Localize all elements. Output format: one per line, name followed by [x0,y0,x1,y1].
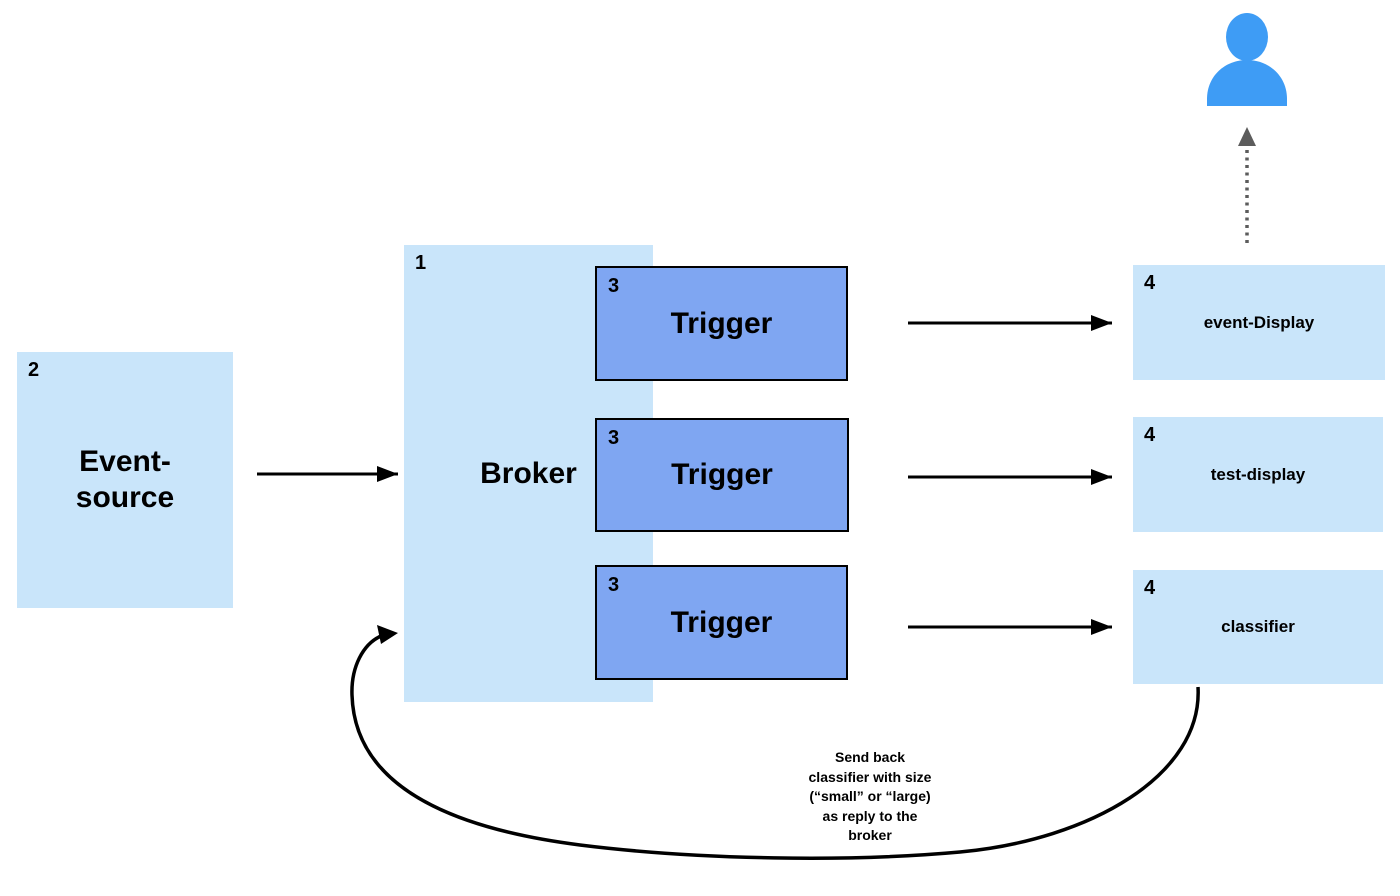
target-2-number: 4 [1144,424,1156,446]
target-3-label: classifier [1221,617,1295,636]
person-icon [1207,13,1287,106]
trigger-1-number: 3 [608,275,620,297]
target-1-label: event-Display [1203,312,1315,332]
trigger-2-number: 3 [608,427,620,449]
trigger-box-3: 3 Trigger [595,565,848,680]
broker-label: Broker [480,456,577,490]
trigger-3-number: 3 [608,574,620,596]
target-box-event-display: 4 event-Display [1133,265,1385,380]
target-2-label: test-display [1210,464,1306,484]
event-source-box: 2 Event- source [17,352,233,608]
reply-annotation-line3: (“small” or “large) [809,788,931,804]
event-source-label: Event- source [76,444,174,516]
reply-annotation-line5: broker [848,827,892,843]
reply-annotation-line2: classifier with size [808,768,932,785]
target-1-number: 4 [1144,272,1156,294]
trigger-2-label: Trigger [671,458,773,491]
event-source-label-line2: source [75,481,175,514]
arrow-event-display-to-user [1238,127,1256,243]
trigger-box-2: 3 Trigger [595,418,849,532]
reply-annotation-line4: as reply to the [822,807,918,824]
trigger-box-1: 3 Trigger [595,266,848,381]
trigger-3-label: Trigger [670,605,773,639]
target-box-classifier: 4 classifier [1133,570,1383,684]
event-source-number: 2 [28,359,40,381]
reply-annotation-line1: Send back [834,749,906,765]
reply-annotation: Send back classifier with size (“small” … [762,748,978,846]
target-box-test-display: 4 test-display [1133,417,1383,532]
broker-number: 1 [415,252,427,274]
target-3-number: 4 [1144,577,1156,599]
trigger-1-label: Trigger [670,306,773,340]
event-source-label-line1: Event- [79,445,171,478]
